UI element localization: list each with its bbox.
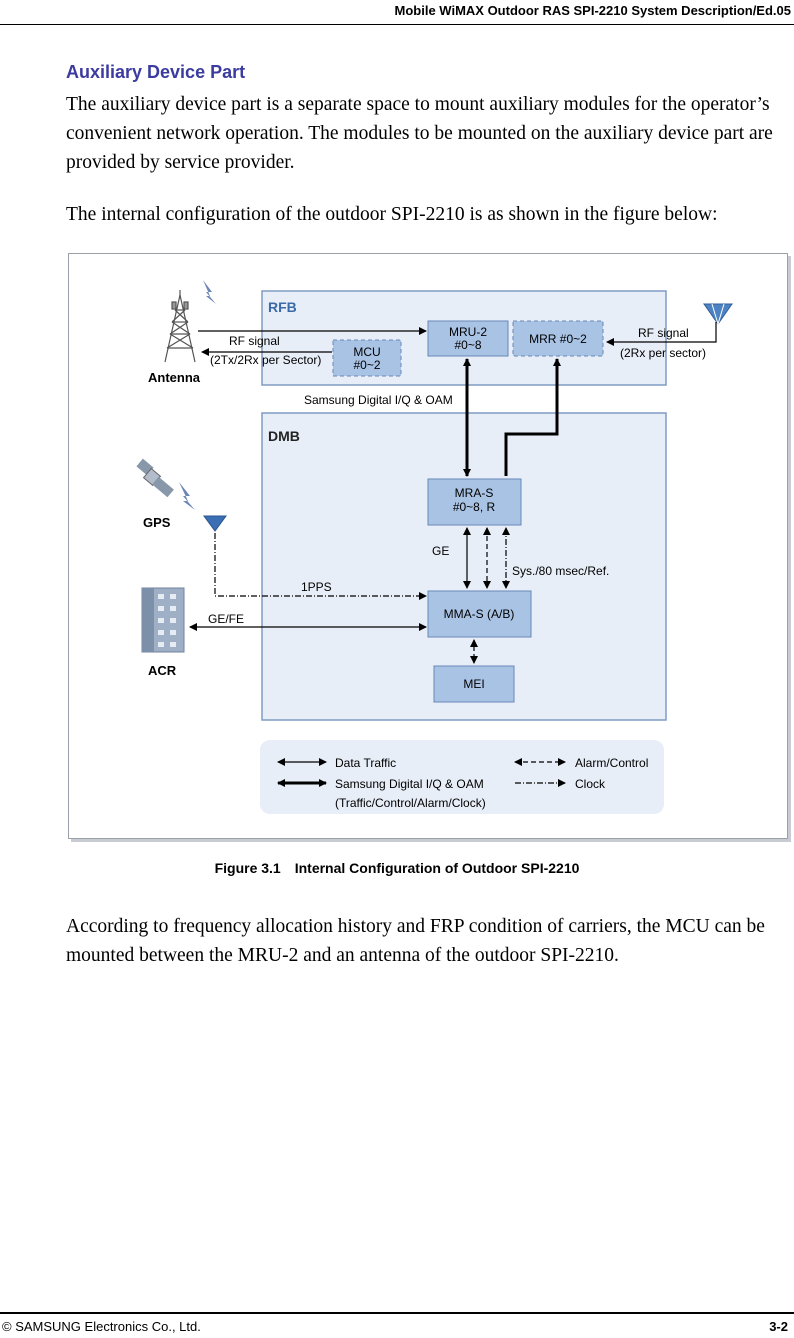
- page-header: Mobile WiMAX Outdoor RAS SPI-2210 System…: [0, 0, 794, 25]
- acr-building-icon: [141, 587, 185, 653]
- header-title: Mobile WiMAX Outdoor RAS SPI-2210 System…: [394, 3, 791, 18]
- mru-line1: MRU-2: [449, 325, 487, 339]
- gps-label: GPS: [143, 515, 171, 530]
- antenna-bolt-icon: [203, 280, 216, 304]
- legend-data-traffic-label: Data Traffic: [335, 756, 396, 770]
- mrr-label: MRR #0~2: [529, 332, 587, 346]
- figure-caption: Figure 3.1 Internal Configuration of Outd…: [0, 860, 794, 876]
- sys-ref-label: Sys./80 msec/Ref.: [512, 564, 609, 578]
- mrr-box: [512, 320, 604, 357]
- diagram-svg: RFB DMB MRU-2 #0~8 MRR #0~2 MCU #0~2 MRA…: [136, 280, 733, 814]
- legend-iq-label: Samsung Digital I/Q & OAM: [335, 777, 484, 791]
- footer-page-number: 3-2: [769, 1319, 788, 1334]
- mma-box: [427, 590, 532, 638]
- mcu-line1: MCU: [353, 345, 380, 359]
- iq-mrr-mra-line: [504, 358, 561, 476]
- mru-line2: #0~8: [454, 338, 481, 352]
- acr-label: ACR: [148, 663, 177, 678]
- mma-label: MMA-S (A/B): [444, 607, 515, 621]
- caption-text: Internal Configuration of Outdoor SPI-22…: [294, 860, 580, 876]
- legend-clock-label: Clock: [575, 777, 606, 791]
- pps-line: [214, 533, 427, 600]
- paragraph-figure-intro: The internal configuration of the outdoo…: [66, 204, 718, 225]
- paragraph-intro: The auxiliary device part is a separate …: [66, 94, 773, 173]
- gefe-label: GE/FE: [208, 612, 244, 626]
- paragraph-mcu: According to frequency allocation histor…: [66, 916, 765, 966]
- rf-right-sub-label: (2Rx per sector): [620, 346, 706, 360]
- mra-line2: #0~8, R: [453, 500, 496, 514]
- mcu-box: [332, 339, 402, 377]
- rf-signal-right-label: RF signal: [638, 326, 689, 340]
- gps-bolt-icon: [179, 482, 195, 510]
- dmb-label: DMB: [268, 428, 300, 444]
- gps-satellite-icon: [136, 458, 174, 498]
- caption-number: Figure 3.1: [214, 860, 281, 876]
- mra-box: [427, 478, 522, 526]
- ge-label: GE: [432, 544, 449, 558]
- rf-left-sub-label: (2Tx/2Rx per Sector): [210, 353, 321, 367]
- mei-label: MEI: [463, 677, 484, 691]
- mru-box: [427, 320, 509, 357]
- samsung-iq-label: Samsung Digital I/Q & OAM: [304, 393, 453, 407]
- right-antenna-icon: [703, 303, 733, 326]
- gps-antenna-icon: [203, 515, 227, 532]
- rf-signal-left-label: RF signal: [229, 334, 280, 348]
- rfb-label: RFB: [268, 299, 297, 315]
- mra-line1: MRA-S: [455, 486, 494, 500]
- legend-alarm-label: Alarm/Control: [575, 756, 648, 770]
- legend-iq-sub-label: (Traffic/Control/Alarm/Clock): [335, 796, 486, 810]
- footer-copyright: © SAMSUNG Electronics Co., Ltd.: [2, 1319, 201, 1334]
- antenna-tower-icon: [164, 290, 196, 363]
- section-title: Auxiliary Device Part: [66, 62, 246, 82]
- mcu-line2: #0~2: [353, 358, 380, 372]
- page-footer: © SAMSUNG Electronics Co., Ltd. 3-2: [0, 1312, 794, 1338]
- rf-right-line: [606, 322, 717, 346]
- pps-label: 1PPS: [301, 580, 332, 594]
- mei-box: [433, 665, 515, 703]
- antenna-label: Antenna: [148, 370, 201, 385]
